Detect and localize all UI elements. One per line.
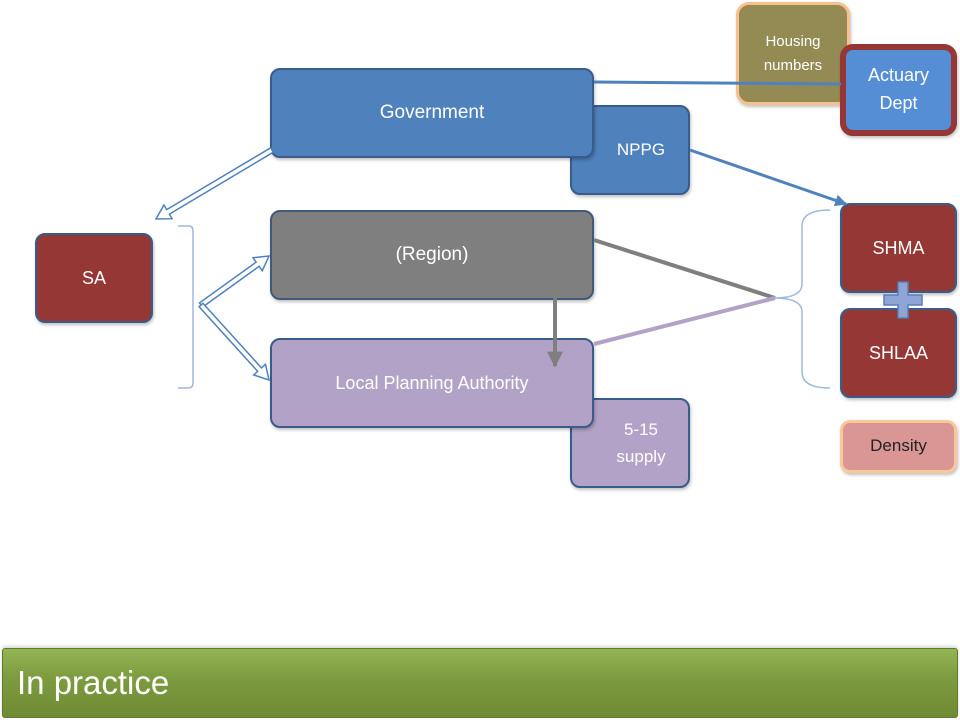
local-planning-authority-label: Local Planning Authority: [335, 372, 529, 393]
housing-numbers-label-line1: Housing: [765, 32, 821, 50]
government-label: Government: [379, 102, 485, 124]
local-planning-authority-node: Local Planning Authority: [270, 338, 594, 428]
shma-label: SHMA: [872, 237, 925, 258]
actuary-dept-node: Actuary Dept: [840, 44, 957, 136]
region-node: (Region): [270, 210, 594, 300]
region-to-brace-line: [593, 238, 776, 300]
supply-label-line1: 5-15: [623, 419, 659, 439]
actuary-dept-label-line2: Dept: [879, 93, 918, 113]
government-to-sa-arrow: [154, 146, 275, 220]
nppg-label: NPPG: [616, 139, 666, 159]
lpa-to-brace-line: [593, 296, 776, 346]
supply-label-line2: supply: [616, 447, 666, 466]
shlaa-node: SHLAA: [840, 308, 957, 398]
sa-to-region-arrow: [198, 255, 271, 309]
government-node: Government: [270, 68, 594, 158]
sa-to-lpa-arrow: [198, 302, 271, 382]
density-label: Density: [870, 436, 927, 456]
housing-numbers-node: Housing numbers: [736, 2, 850, 105]
housing-numbers-label-line2: numbers: [763, 56, 823, 74]
shma-node: SHMA: [840, 203, 957, 293]
actuary-dept-label-line1: Actuary: [867, 65, 930, 86]
region-label: (Region): [395, 244, 469, 266]
footer-title: In practice: [17, 664, 170, 701]
right-brace: [773, 209, 831, 389]
left-bracket: [178, 225, 194, 389]
shlaa-label: SHLAA: [868, 342, 929, 363]
nppg-to-shma-arrow: [689, 148, 848, 207]
sa-label: SA: [81, 267, 106, 288]
density-node: Density: [840, 420, 957, 473]
footer-title-bar: In practice: [2, 648, 958, 718]
sa-node: SA: [35, 233, 153, 323]
